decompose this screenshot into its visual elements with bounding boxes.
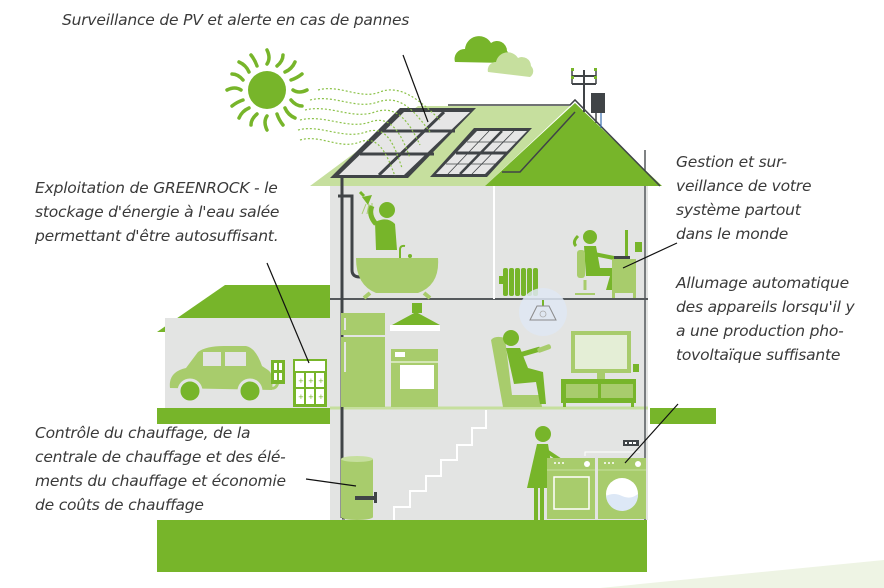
callout-line: Surveillance de PV et alerte en cas de p… xyxy=(62,11,410,29)
callout-line: ments du chauffage et économie xyxy=(35,472,286,490)
charger-icon xyxy=(271,360,285,384)
callout-line: des appareils lorsqu'il y xyxy=(676,298,855,316)
solar-panel-icon xyxy=(430,128,532,177)
callout-heating: Contrôle du chauffage, de la centrale de… xyxy=(35,421,286,517)
boiler-icon xyxy=(341,456,377,520)
power-socket-icon xyxy=(633,364,639,372)
leader-lines xyxy=(266,54,679,487)
callout-remote-management: Gestion et sur- veillance de votre systè… xyxy=(676,150,811,246)
washing-machine-icon xyxy=(598,458,646,519)
callout-line: tovoltaïque suffisante xyxy=(676,346,841,364)
hood-icon xyxy=(390,303,440,331)
sun-icon xyxy=(225,48,309,132)
tv-icon xyxy=(571,331,631,379)
callout-line: veillance de votre xyxy=(676,177,812,195)
power-socket-icon xyxy=(635,242,642,252)
fridge-icon xyxy=(341,313,385,407)
callout-line: de coûts de chauffage xyxy=(35,496,204,514)
chair-icon xyxy=(575,250,595,295)
callout-line: Allumage automatique xyxy=(676,274,850,292)
battery-storage-icon: + + + + + + xyxy=(293,359,327,407)
person-icon xyxy=(503,330,552,404)
router-box-icon xyxy=(591,93,605,113)
car-icon xyxy=(169,346,280,404)
armchair-icon xyxy=(491,336,542,407)
tv-stand-icon xyxy=(561,379,636,407)
computer-icon xyxy=(614,230,630,259)
radiator-icon xyxy=(499,268,538,296)
callout-line: Contrôle du chauffage, de la xyxy=(35,424,251,442)
oven-icon xyxy=(391,349,438,407)
ground-sweep xyxy=(600,560,884,588)
svg-text:+: + xyxy=(298,377,304,385)
callout-line: Gestion et sur- xyxy=(676,153,787,171)
callout-line: dans le monde xyxy=(676,225,789,243)
person-icon xyxy=(368,202,397,250)
cloud-icon xyxy=(454,36,534,77)
svg-text:+: + xyxy=(298,393,304,401)
pv-cable xyxy=(502,111,576,173)
right-ground-strip xyxy=(650,408,716,424)
callout-line: centrale de chauffage et des élé- xyxy=(35,448,286,466)
dryer-icon xyxy=(547,458,595,519)
callout-greenrock: Exploitation de GREENROCK - le stockage … xyxy=(35,176,279,248)
desk-icon xyxy=(612,259,636,298)
callout-line: stockage d'énergie à l'eau salée xyxy=(35,203,280,221)
ground xyxy=(157,520,647,572)
stairs-icon xyxy=(393,410,487,520)
callout-line: a une production pho- xyxy=(676,322,844,340)
bathtub-icon xyxy=(356,244,439,300)
shower-icon xyxy=(358,190,373,215)
lamp-icon xyxy=(519,288,567,336)
svg-text:+: + xyxy=(308,393,314,401)
svg-text:+: + xyxy=(318,377,324,385)
antenna-icon xyxy=(571,68,597,112)
sun-rays xyxy=(297,88,441,177)
callout-line: système partout xyxy=(676,201,801,219)
svg-text:+: + xyxy=(318,393,324,401)
callout-pv-monitoring: Surveillance de PV et alerte en cas de p… xyxy=(62,8,409,32)
person-icon xyxy=(572,230,620,290)
callout-line: Exploitation de GREENROCK - le xyxy=(35,179,278,197)
callout-auto-switch: Allumage automatique des appareils lorsq… xyxy=(676,271,855,367)
svg-text:+: + xyxy=(308,377,314,385)
callout-line: permettant d'être autosuffisant. xyxy=(35,227,279,245)
